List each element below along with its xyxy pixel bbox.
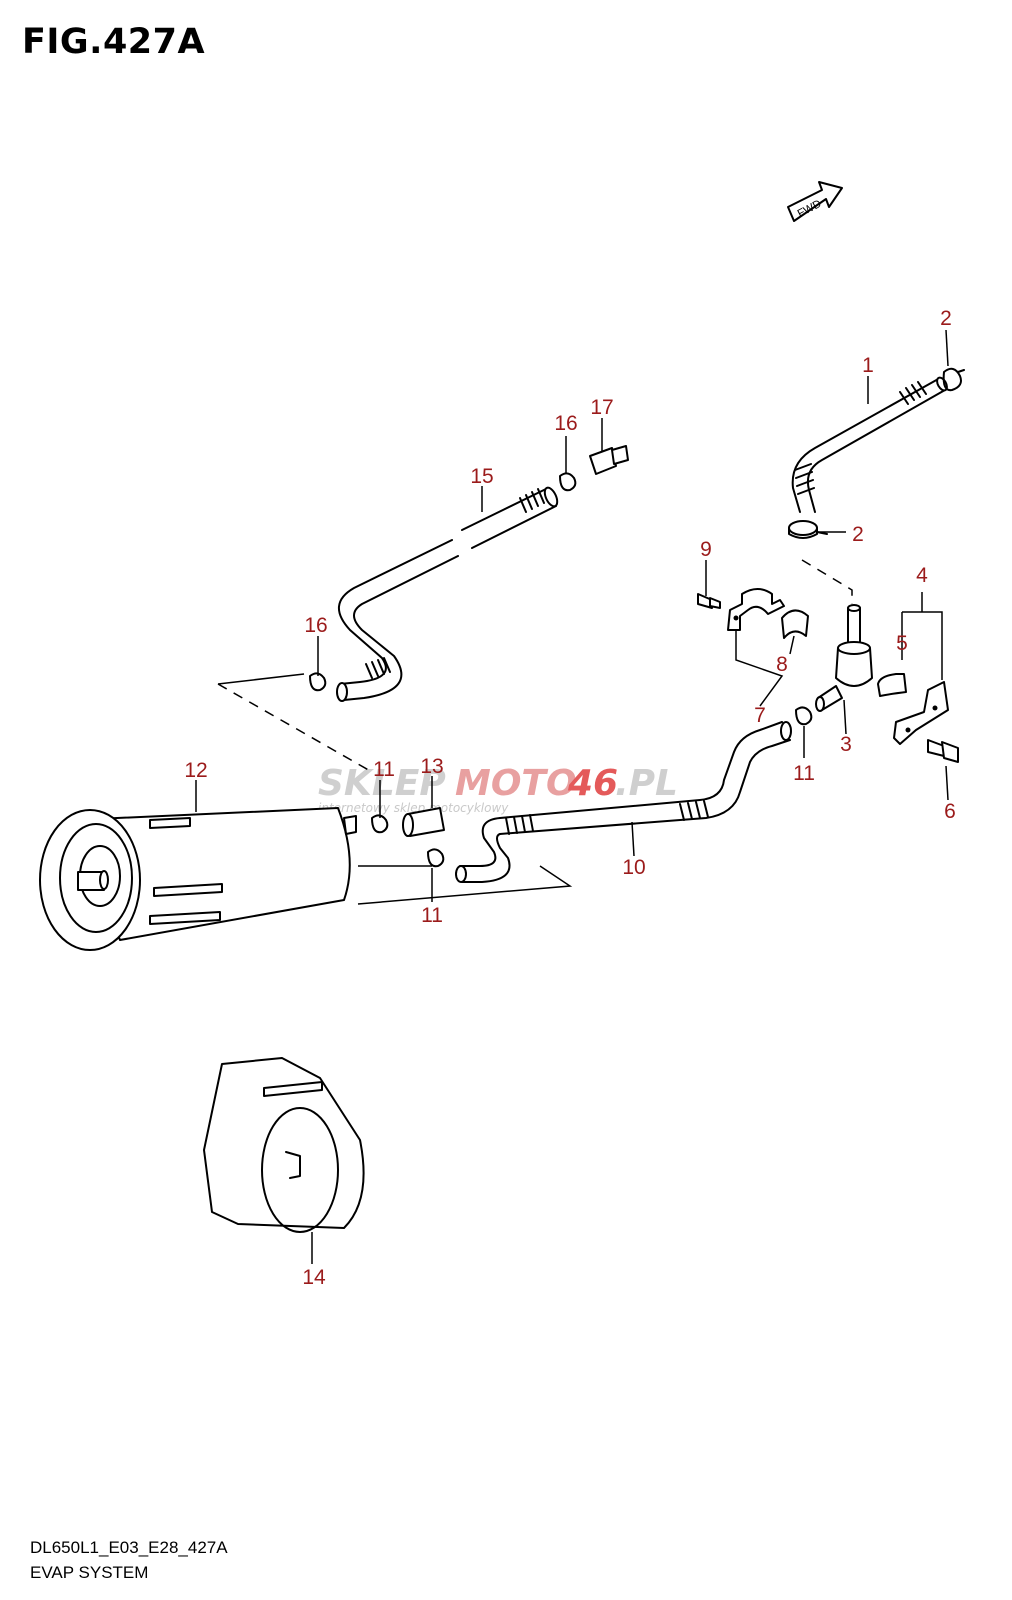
watermark: SKLEP MOTO 46 .PL internetowy sklep moto… (318, 763, 678, 815)
callout-11-right: 11 (793, 762, 815, 785)
callout-6: 6 (944, 800, 956, 823)
watermark-tagline: internetowy sklep motocyklowy (318, 801, 509, 815)
callout-10: 10 (622, 856, 645, 879)
callout-3: 3 (840, 733, 852, 756)
part-7-holder (727, 588, 785, 631)
figure-code: DL650L1_E03_E28_427A (30, 1538, 228, 1557)
figure-title: FIG.427A (22, 22, 206, 62)
callout-9: 9 (700, 538, 712, 561)
guide-line-upper (801, 559, 853, 604)
part-5-cushion (877, 673, 907, 697)
part-1-hose (791, 376, 948, 513)
callout-13: 13 (420, 755, 443, 778)
callout-4: 4 (916, 564, 928, 587)
part-16-clip-upper (559, 472, 577, 492)
part-11-clip-lower (427, 848, 445, 868)
callout-16-lower: 16 (304, 614, 327, 637)
part-2-clip-upper (942, 367, 965, 392)
callout-17: 17 (590, 396, 613, 419)
part-9-screw (697, 593, 721, 609)
part-14-cover (203, 1057, 365, 1233)
callout-15: 15 (470, 465, 493, 488)
callout-2-upper: 2 (940, 307, 952, 330)
callout-11-mid: 11 (373, 758, 395, 781)
callout-14: 14 (302, 1266, 326, 1289)
part-10-hose (455, 721, 792, 883)
callout-2-lower: 2 (852, 523, 864, 546)
watermark-text-1: SKLEP (318, 763, 446, 804)
guide-line-left-b (217, 683, 373, 773)
part-4-bracket (893, 681, 949, 745)
leader-lines (195, 329, 949, 1264)
part-6-bolt (927, 739, 959, 763)
part-2-clip-lower (788, 520, 828, 539)
watermark-text-3: 46 (567, 763, 618, 804)
part-11-clip-right (795, 706, 813, 726)
callout-7: 7 (754, 704, 766, 727)
callout-8: 8 (776, 653, 788, 676)
part-15-hose (336, 486, 559, 702)
callout-1: 1 (862, 354, 874, 377)
fwd-arrow-icon: FWD (787, 181, 843, 222)
guide-line-left-a (217, 673, 305, 685)
part-12-canister (39, 807, 357, 951)
callout-5: 5 (896, 632, 908, 655)
part-17-connector (589, 445, 629, 475)
part-13-joint (402, 807, 445, 837)
part-3-valve (815, 604, 873, 712)
watermark-text-4: .PL (615, 763, 678, 804)
watermark-text-2: MOTO (455, 763, 577, 804)
guide-line-lower (357, 865, 573, 905)
callout-11-lower: 11 (421, 904, 443, 927)
callout-16-upper: 16 (554, 412, 577, 435)
figure-name: EVAP SYSTEM (30, 1563, 149, 1582)
part-8-cushion (781, 609, 809, 639)
callout-12: 12 (184, 759, 207, 782)
